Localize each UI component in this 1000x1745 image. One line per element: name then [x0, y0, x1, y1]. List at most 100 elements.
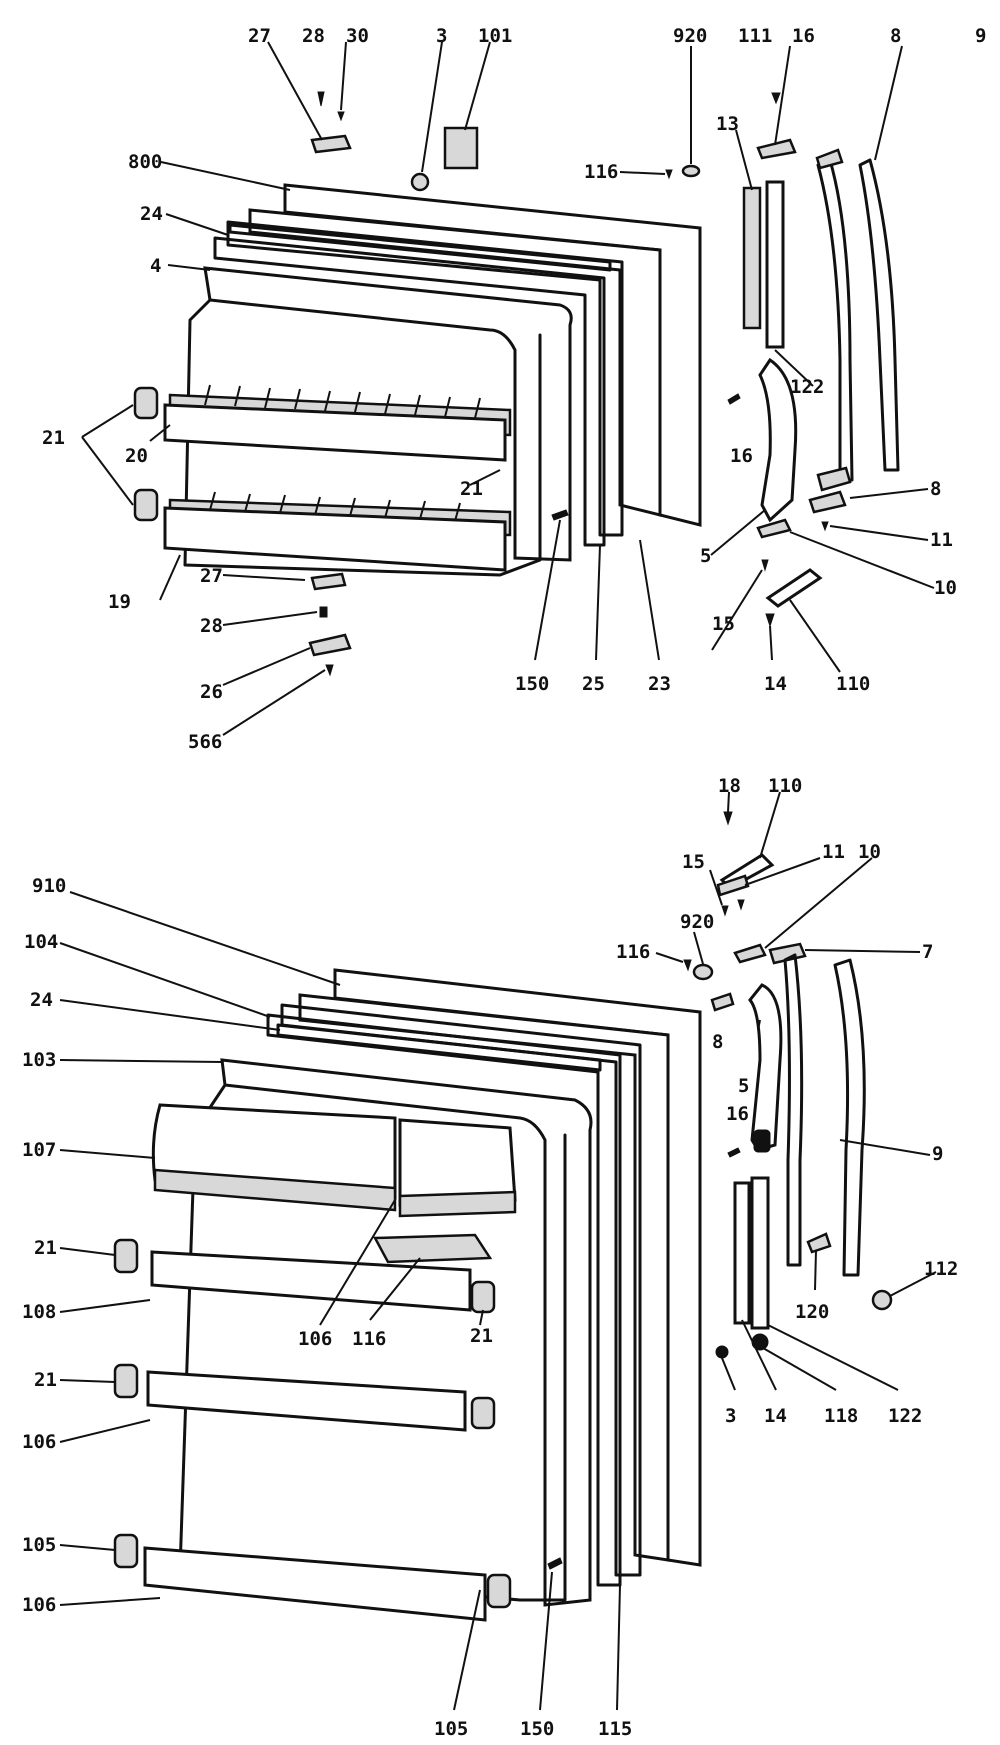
door-handle-5b — [748, 983, 783, 1152]
handle-end-bottom — [816, 466, 852, 492]
shelf-end-cap-right-1 — [470, 1280, 496, 1314]
bushing-28b — [319, 606, 328, 618]
egg-tray-116 — [372, 1233, 493, 1264]
liner-side-wall — [183, 298, 542, 577]
handle-trim-13 — [742, 186, 762, 330]
callout-800: 800 — [128, 151, 162, 173]
callout-10: 10 — [934, 577, 957, 599]
inner-door-liner — [203, 266, 573, 562]
handle-trim-14 — [733, 1181, 751, 1325]
callout-105a: 105 — [22, 1534, 56, 1556]
handle-end-cap — [753, 1129, 771, 1153]
handle-insert-122b — [750, 1176, 770, 1330]
callout-101: 101 — [478, 25, 512, 47]
callout-13: 13 — [716, 113, 739, 135]
hinge-cap-111 — [756, 138, 797, 160]
lower-shelf-ribs — [209, 491, 461, 522]
fresh-food-door-assembly: 18 110 15 11 10 910 920 116 7 104 24 8 1… — [22, 775, 958, 1740]
screw-11 — [821, 521, 829, 532]
shelf-end-cap-lower — [133, 488, 159, 522]
callout-14b: 14 — [764, 1405, 787, 1427]
shelf-end-cap-108 — [113, 1238, 139, 1274]
callout-27: 27 — [248, 25, 271, 47]
callout-21c: 21 — [34, 1237, 57, 1259]
plug-112 — [871, 1289, 893, 1311]
callout-7: 7 — [922, 941, 933, 963]
hinge-plate-27b — [310, 572, 347, 591]
callout-23: 23 — [648, 673, 671, 695]
hinge-cap-11 — [716, 874, 750, 897]
callout-110: 110 — [836, 673, 870, 695]
door-shelf-106-mid — [146, 1370, 467, 1432]
screw-15 — [761, 559, 769, 572]
upper-shelf-ribs — [204, 384, 481, 419]
screw-16c — [727, 1147, 741, 1158]
callout-3b: 3 — [725, 1405, 736, 1427]
callout-106b: 106 — [22, 1431, 56, 1453]
callout-566: 566 — [188, 731, 222, 753]
door-gasket — [226, 220, 624, 537]
freezer-door-assembly: 27 28 30 3 101 920 111 16 8 9 800 116 13… — [42, 25, 986, 753]
callout-116: 116 — [584, 161, 618, 183]
shelf-end-cap-right-3 — [486, 1573, 512, 1609]
dairy-door-edge — [153, 1168, 397, 1212]
shelf-end-cap-106 — [113, 1363, 139, 1399]
callout-16: 16 — [792, 25, 815, 47]
callout-21a: 21 — [42, 427, 65, 449]
callout-18: 18 — [718, 775, 741, 797]
shim-10 — [756, 518, 792, 539]
screw-14 — [765, 613, 775, 628]
callout-910: 910 — [32, 875, 66, 897]
callout-27b: 27 — [200, 565, 223, 587]
clip-150 — [551, 509, 569, 521]
plug-3 — [715, 1345, 729, 1359]
callout-14: 14 — [764, 673, 787, 695]
breaker-strip — [228, 223, 612, 272]
callout-120: 120 — [795, 1301, 829, 1323]
callout-16b: 16 — [730, 445, 753, 467]
callout-28b: 28 — [200, 615, 223, 637]
outer-door-face — [248, 208, 662, 517]
handle-bar-8b — [783, 953, 804, 1267]
callout-107: 107 — [22, 1139, 56, 1161]
handle-bar-8 — [816, 158, 854, 482]
top-leader-lines — [81, 41, 935, 736]
screw-18 — [723, 811, 733, 826]
shelf-end-cap-right-2 — [470, 1396, 496, 1430]
handle-insert-122 — [765, 180, 785, 349]
callout-11: 11 — [930, 529, 953, 551]
callout-21d: 21 — [470, 1325, 493, 1347]
door-shelf-106-bottom — [143, 1546, 487, 1622]
screw-16-top — [771, 92, 781, 105]
callout-11b: 11 — [822, 841, 845, 863]
screw-566 — [325, 664, 334, 677]
inner-door-liner-103 — [220, 1058, 593, 1607]
callout-920b: 920 — [680, 911, 714, 933]
callout-26: 26 — [200, 681, 223, 703]
callout-118: 118 — [824, 1405, 858, 1427]
bracket-7 — [768, 942, 807, 965]
callout-104: 104 — [24, 931, 58, 953]
callout-25: 25 — [582, 673, 605, 695]
callout-115: 115 — [598, 1718, 632, 1740]
screw-116 — [665, 169, 673, 180]
callout-21e: 21 — [34, 1369, 57, 1391]
callout-122: 122 — [790, 376, 824, 398]
callout-103: 103 — [22, 1049, 56, 1071]
hole-plug-top — [410, 172, 430, 192]
callout-8b: 8 — [930, 478, 941, 500]
handle-end-8 — [815, 148, 844, 170]
callout-116d: 116 — [352, 1328, 386, 1350]
callout-9: 9 — [975, 25, 986, 47]
screw-15b — [721, 905, 729, 917]
door-handle-5 — [758, 357, 798, 523]
stop-26 — [308, 633, 352, 657]
end-cap-120 — [806, 1232, 832, 1254]
callout-19: 19 — [108, 591, 131, 613]
door-frame — [213, 236, 606, 547]
callout-24: 24 — [140, 203, 163, 225]
bottom-hinge-110 — [765, 568, 823, 608]
callout-122b: 122 — [888, 1405, 922, 1427]
bottom-callouts: 18 110 15 11 10 910 920 116 7 104 24 8 1… — [22, 775, 958, 1740]
